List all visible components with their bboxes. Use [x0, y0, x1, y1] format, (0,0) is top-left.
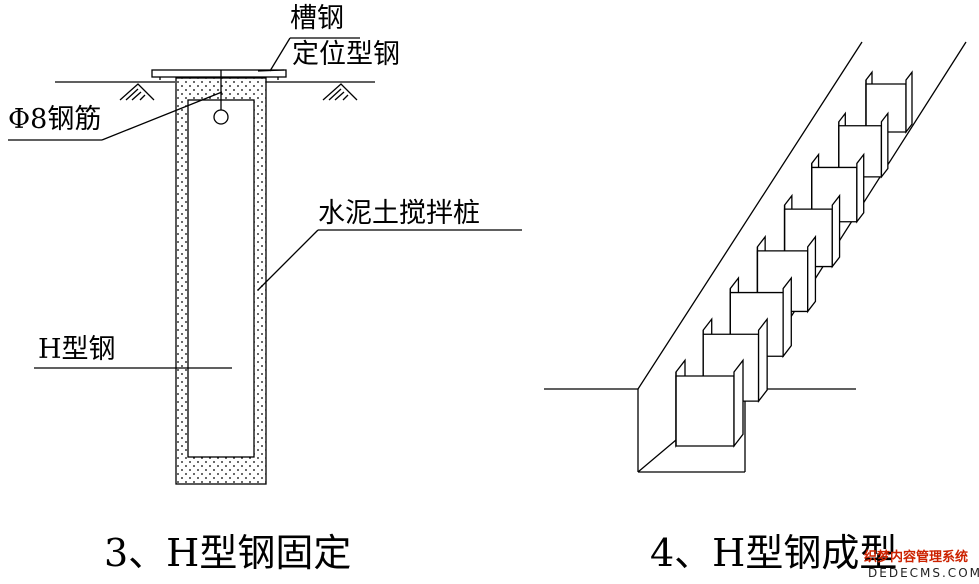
leader-mixing-pile	[257, 229, 319, 291]
label-h-steel: H型钢	[38, 334, 116, 365]
caption-h-steel-forming: 4、H型钢成型	[650, 531, 897, 575]
h-steel-unit	[838, 111, 889, 179]
watermark: 织梦内容管理系统 DEDECMS.COM	[864, 549, 979, 580]
leader-channel-steel	[269, 37, 291, 72]
h-steel-fixing-diagram	[8, 37, 522, 485]
soil-hatch-left	[119, 83, 155, 101]
watermark-line1: 织梦内容管理系统	[864, 549, 968, 565]
h-steel-units	[675, 70, 913, 448]
trench-edge-left	[637, 41, 863, 390]
watermark-line2: DEDECMS.COM	[868, 566, 979, 580]
rebar-hole	[213, 109, 229, 125]
label-positioning-steel: 定位型钢	[292, 39, 400, 70]
h-steel-section	[187, 99, 255, 458]
leader-rebar	[101, 91, 223, 141]
h-steel-unit	[811, 152, 865, 224]
label-rebar: Φ8钢筋	[8, 104, 101, 135]
label-channel-steel: 槽钢	[290, 3, 344, 34]
leader-positioning-steel	[257, 69, 285, 72]
label-mixing-pile: 水泥土搅拌桩	[318, 198, 480, 229]
h-steel-unit	[865, 70, 913, 134]
h-steel-unit	[675, 358, 744, 448]
trench-floor-back	[637, 439, 677, 473]
channel-steel-cap	[151, 69, 287, 78]
soil-hatch-right	[322, 83, 358, 101]
caption-h-steel-fixing: 3、H型钢固定	[104, 531, 351, 575]
h-steel-forming-diagram	[544, 41, 967, 473]
